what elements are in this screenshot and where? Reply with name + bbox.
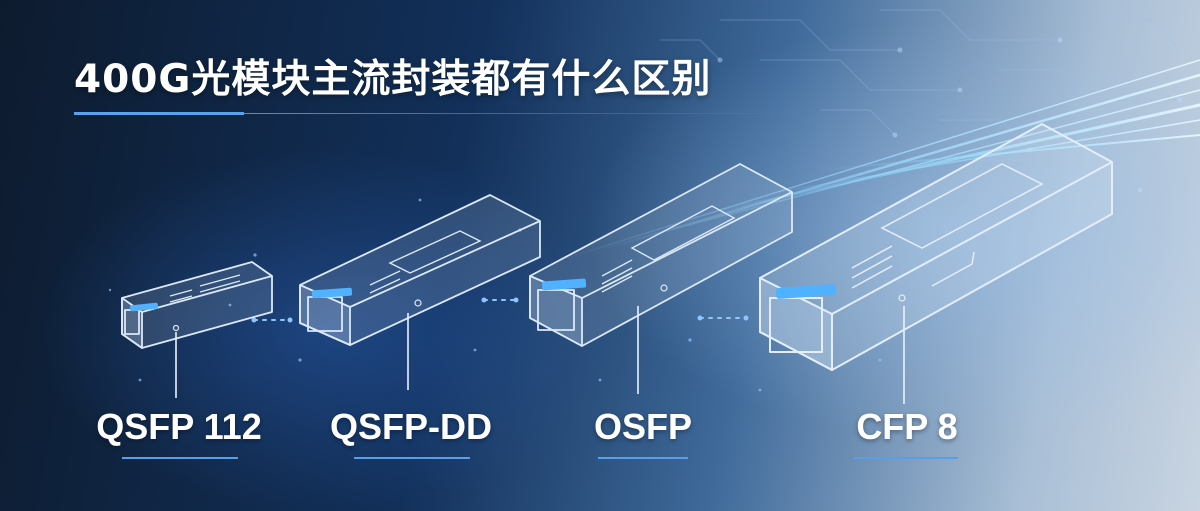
title-underline <box>74 112 244 115</box>
label-underline-cfp8 <box>854 457 958 459</box>
module-connectors <box>253 299 747 321</box>
osfp-module-icon <box>529 163 793 394</box>
label-underline-osfp <box>598 457 688 459</box>
qsfp-dd-module-icon <box>299 194 541 390</box>
circuit-traces <box>660 9 1181 191</box>
title-divider <box>244 113 804 114</box>
page-title: 400G光模块主流封装都有什么区别 <box>74 57 712 102</box>
label-underline-qsfp-dd <box>354 457 470 459</box>
module-label-qsfp112: QSFP 112 <box>96 406 262 447</box>
light-streaks <box>559 59 1200 261</box>
label-underline-qsfp112 <box>122 457 238 459</box>
module-label-qsfp-dd: QSFP-DD <box>330 406 492 447</box>
module-label-cfp8: CFP 8 <box>856 406 958 447</box>
module-label-osfp: OSFP <box>593 406 692 447</box>
sparkle-dots <box>108 198 882 392</box>
cfp8-module-icon <box>759 123 1113 404</box>
qsfp112-module-icon <box>121 261 273 398</box>
